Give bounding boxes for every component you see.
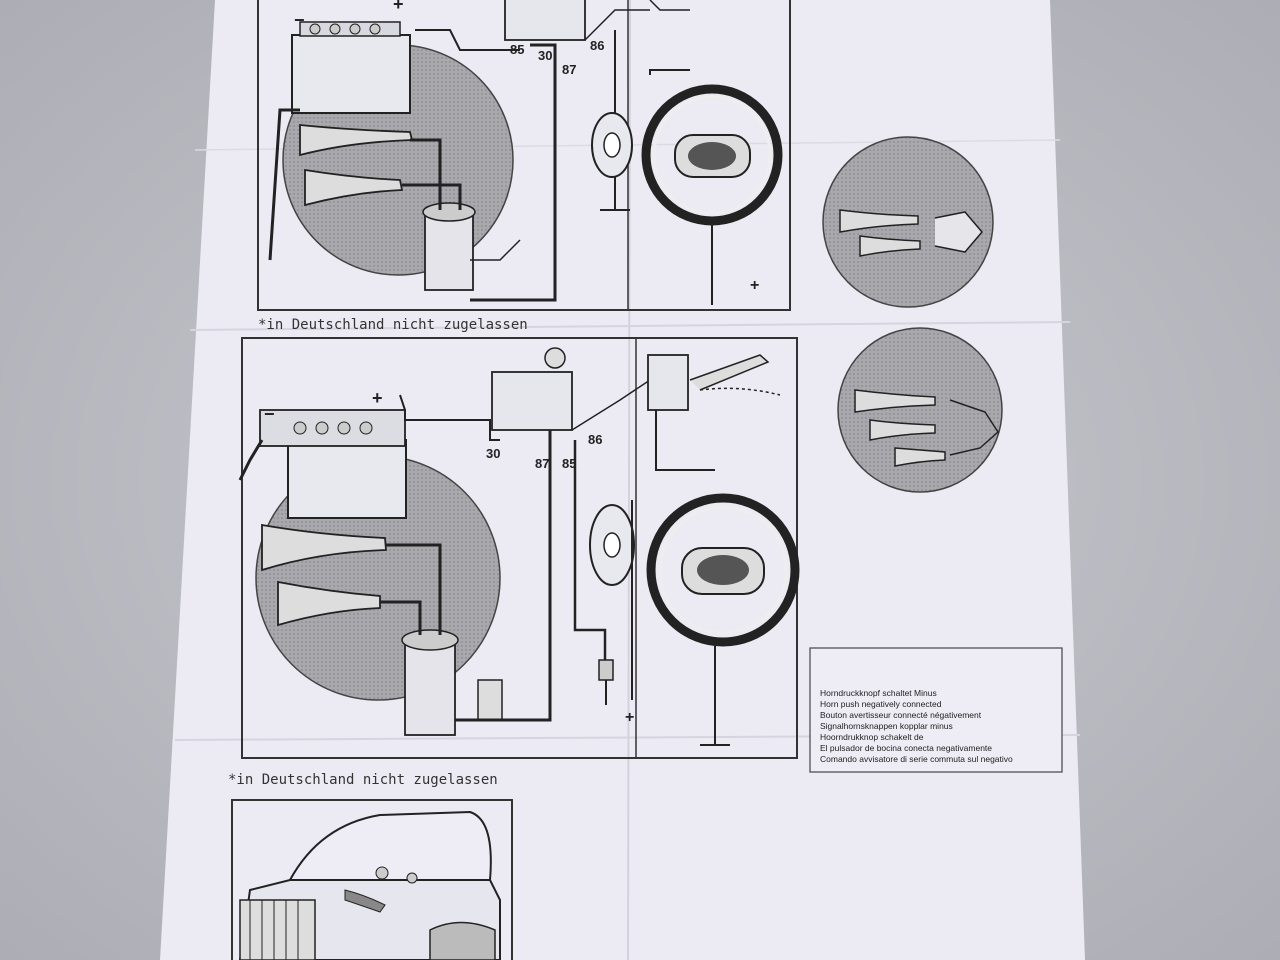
top-ground-plus: + — [750, 277, 759, 294]
fold-line-upper — [189, 321, 1071, 331]
middle-terminal-2: 87 — [535, 456, 549, 471]
middle-ground-plus: + — [625, 709, 634, 726]
top-wiring-diagram: − + 85 30 87 86 + — [257, 0, 791, 311]
middle-terminal-4: 86 — [588, 432, 602, 447]
top-minus-sign: − — [294, 10, 305, 30]
middle-relay — [491, 371, 573, 431]
top-horn-lower — [304, 168, 404, 207]
middle-compressor — [404, 639, 456, 736]
middle-terminal-1: 30 — [486, 446, 500, 461]
legend-line-es: El pulsador de bocina conecta negativame… — [820, 743, 992, 753]
middle-horn-lower — [277, 580, 381, 627]
top-relay — [504, 0, 586, 41]
middle-battery — [287, 439, 407, 519]
middle-plus-sign: + — [372, 388, 383, 408]
middle-wiring-diagram: − + 30 87 85 86 + — [238, 337, 800, 759]
legend-line-it: Comando avvisatore di serie commuta sul … — [820, 754, 1013, 764]
top-compressor — [424, 209, 474, 291]
horn-detail-circle-bottom — [837, 327, 1003, 493]
top-terminal-3: 87 — [562, 62, 576, 77]
top-battery — [291, 34, 411, 114]
legend-box: Horndruckknopf schaltet Minus Horn push … — [809, 647, 1063, 773]
middle-minus-sign: − — [264, 404, 275, 424]
top-terminal-1: 85 — [510, 42, 524, 57]
legend-line-en: Horn push negatively connected — [820, 699, 942, 709]
car-wheel — [429, 921, 496, 960]
middle-footnote: *in Deutschland nicht zugelassen — [228, 772, 498, 788]
top-footnote: *in Deutschland nicht zugelassen — [258, 317, 528, 333]
horn-detail-circle-top — [822, 136, 994, 308]
legend-line-de: Horndruckknopf schaltet Minus — [820, 688, 937, 698]
middle-steering-wheel — [646, 493, 800, 647]
car-windshield — [289, 810, 492, 881]
car-grille — [239, 899, 316, 960]
legend-line-fr: Bouton avertisseur connecté négativement — [820, 710, 982, 720]
middle-horn-upper — [261, 523, 387, 572]
top-terminal-4: 86 — [590, 38, 604, 53]
legend-line-nl: Hoorndrukknop schakelt de — [820, 732, 924, 742]
top-terminal-2: 30 — [538, 48, 552, 63]
legend-line-sv: Signalhornsknappen kopplar minus — [820, 721, 953, 731]
top-diagram-frame — [257, 0, 791, 311]
middle-terminal-3: 85 — [562, 456, 576, 471]
bottom-diagram-frame — [231, 799, 513, 960]
middle-toggle-switch — [647, 354, 689, 411]
top-plus-sign: + — [393, 0, 404, 14]
bottom-car-diagram — [231, 799, 513, 960]
middle-diagram-frame — [241, 337, 798, 759]
